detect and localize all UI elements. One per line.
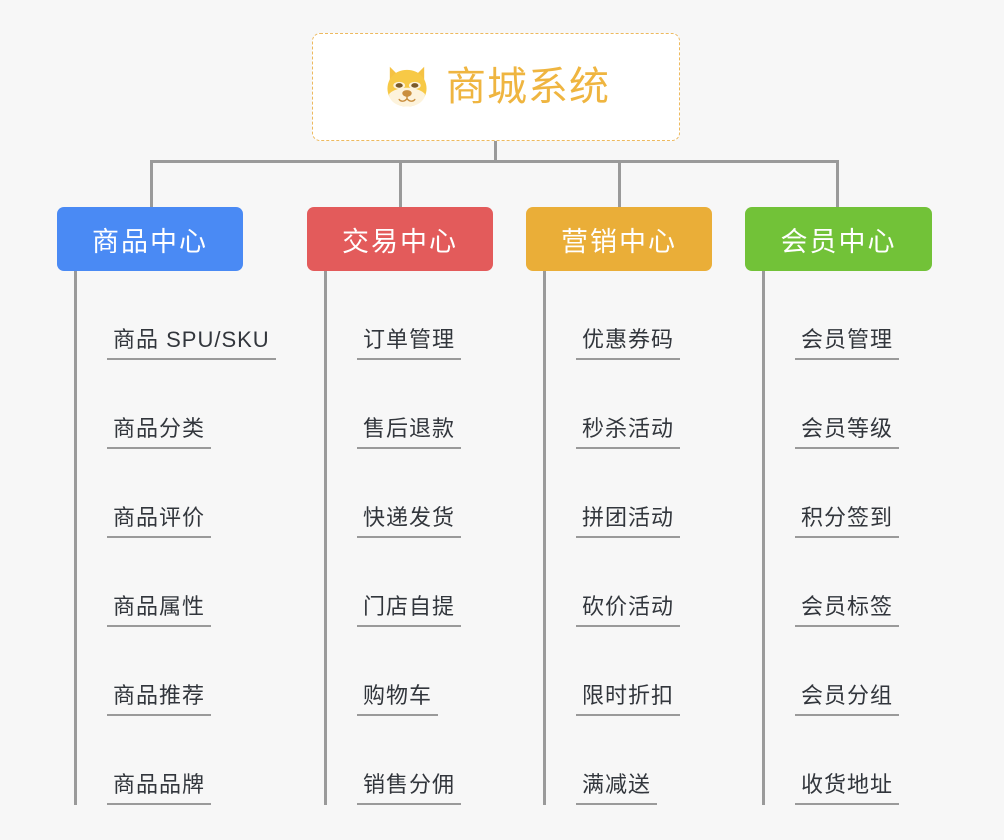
list-item[interactable]: 优惠券码 bbox=[546, 271, 712, 360]
leaf-label: 门店自提 bbox=[357, 593, 462, 627]
leaf-label: 砍价活动 bbox=[576, 593, 681, 627]
leaf-label: 购物车 bbox=[357, 682, 439, 716]
leaf-label: 会员标签 bbox=[795, 593, 900, 627]
leaf-list-2: 订单管理 售后退款 快递发货 门店自提 购物车 销售分佣 bbox=[324, 271, 493, 805]
leaf-label: 商品推荐 bbox=[107, 682, 212, 716]
list-item[interactable]: 商品 SPU/SKU bbox=[77, 271, 276, 360]
category-header-3[interactable]: 营销中心 bbox=[526, 207, 712, 271]
list-item[interactable]: 秒杀活动 bbox=[546, 360, 712, 449]
branch-column-3: 营销中心 优惠券码 秒杀活动 拼团活动 砍价活动 限时折扣 满减送 bbox=[526, 207, 712, 805]
category-label-2: 交易中心 bbox=[342, 226, 458, 257]
list-item[interactable]: 满减送 bbox=[546, 716, 712, 805]
leaf-label: 会员管理 bbox=[795, 326, 900, 360]
list-item[interactable]: 商品品牌 bbox=[77, 716, 243, 805]
connector-drop-1 bbox=[150, 160, 153, 209]
root-title: 商城系统 bbox=[446, 65, 610, 109]
list-item[interactable]: 订单管理 bbox=[327, 271, 493, 360]
list-item[interactable]: 积分签到 bbox=[765, 449, 932, 538]
list-item[interactable]: 销售分佣 bbox=[327, 716, 493, 805]
root-node[interactable]: 商城系统 bbox=[312, 33, 680, 141]
list-item[interactable]: 会员分组 bbox=[765, 627, 932, 716]
leaf-label: 订单管理 bbox=[357, 326, 462, 360]
leaf-list-4: 会员管理 会员等级 积分签到 会员标签 会员分组 收货地址 bbox=[762, 271, 932, 805]
leaf-label: 会员分组 bbox=[795, 682, 900, 716]
connector-drop-4 bbox=[836, 160, 839, 209]
connector-root-stub bbox=[494, 141, 497, 162]
leaf-label: 商品属性 bbox=[107, 593, 212, 627]
category-label-3: 营销中心 bbox=[561, 226, 677, 257]
list-item[interactable]: 收货地址 bbox=[765, 716, 932, 805]
list-item[interactable]: 限时折扣 bbox=[546, 627, 712, 716]
branch-column-4: 会员中心 会员管理 会员等级 积分签到 会员标签 会员分组 收货地址 bbox=[745, 207, 932, 805]
leaf-label: 优惠券码 bbox=[576, 326, 681, 360]
category-header-1[interactable]: 商品中心 bbox=[57, 207, 243, 271]
leaf-label: 积分签到 bbox=[795, 504, 900, 538]
category-label-1: 商品中心 bbox=[92, 226, 208, 257]
leaf-label: 收货地址 bbox=[795, 771, 900, 805]
shiba-dog-icon bbox=[387, 66, 427, 107]
leaf-label: 商品分类 bbox=[107, 415, 212, 449]
leaf-label: 商品品牌 bbox=[107, 771, 212, 805]
list-item[interactable]: 商品评价 bbox=[77, 449, 243, 538]
leaf-label: 拼团活动 bbox=[576, 504, 681, 538]
category-header-2[interactable]: 交易中心 bbox=[307, 207, 493, 271]
list-item[interactable]: 会员标签 bbox=[765, 538, 932, 627]
list-item[interactable]: 砍价活动 bbox=[546, 538, 712, 627]
branch-column-2: 交易中心 订单管理 售后退款 快递发货 门店自提 购物车 销售分佣 bbox=[307, 207, 493, 805]
list-item[interactable]: 拼团活动 bbox=[546, 449, 712, 538]
leaf-label: 限时折扣 bbox=[576, 682, 681, 716]
leaf-label: 售后退款 bbox=[357, 415, 462, 449]
leaf-list-3: 优惠券码 秒杀活动 拼团活动 砍价活动 限时折扣 满减送 bbox=[543, 271, 712, 805]
leaf-label: 快递发货 bbox=[357, 504, 462, 538]
connector-drop-3 bbox=[618, 160, 621, 209]
leaf-label: 商品 SPU/SKU bbox=[107, 326, 276, 360]
leaf-list-1: 商品 SPU/SKU 商品分类 商品评价 商品属性 商品推荐 商品品牌 bbox=[74, 271, 276, 805]
leaf-label: 销售分佣 bbox=[357, 771, 462, 805]
connector-horizontal-bus bbox=[150, 160, 839, 163]
leaf-label: 商品评价 bbox=[107, 504, 212, 538]
list-item[interactable]: 快递发货 bbox=[327, 449, 493, 538]
list-item[interactable]: 商品属性 bbox=[77, 538, 243, 627]
list-item[interactable]: 会员等级 bbox=[765, 360, 932, 449]
category-header-4[interactable]: 会员中心 bbox=[745, 207, 932, 271]
leaf-label: 满减送 bbox=[576, 771, 658, 805]
leaf-label: 秒杀活动 bbox=[576, 415, 681, 449]
list-item[interactable]: 售后退款 bbox=[327, 360, 493, 449]
category-label-4: 会员中心 bbox=[780, 226, 897, 257]
branch-column-1: 商品中心 商品 SPU/SKU 商品分类 商品评价 商品属性 商品推荐 商品品牌 bbox=[57, 207, 276, 805]
list-item[interactable]: 商品分类 bbox=[77, 360, 243, 449]
list-item[interactable]: 会员管理 bbox=[765, 271, 932, 360]
list-item[interactable]: 商品推荐 bbox=[77, 627, 243, 716]
list-item[interactable]: 购物车 bbox=[327, 627, 493, 716]
list-item[interactable]: 门店自提 bbox=[327, 538, 493, 627]
leaf-label: 会员等级 bbox=[795, 415, 900, 449]
connector-drop-2 bbox=[399, 160, 402, 209]
